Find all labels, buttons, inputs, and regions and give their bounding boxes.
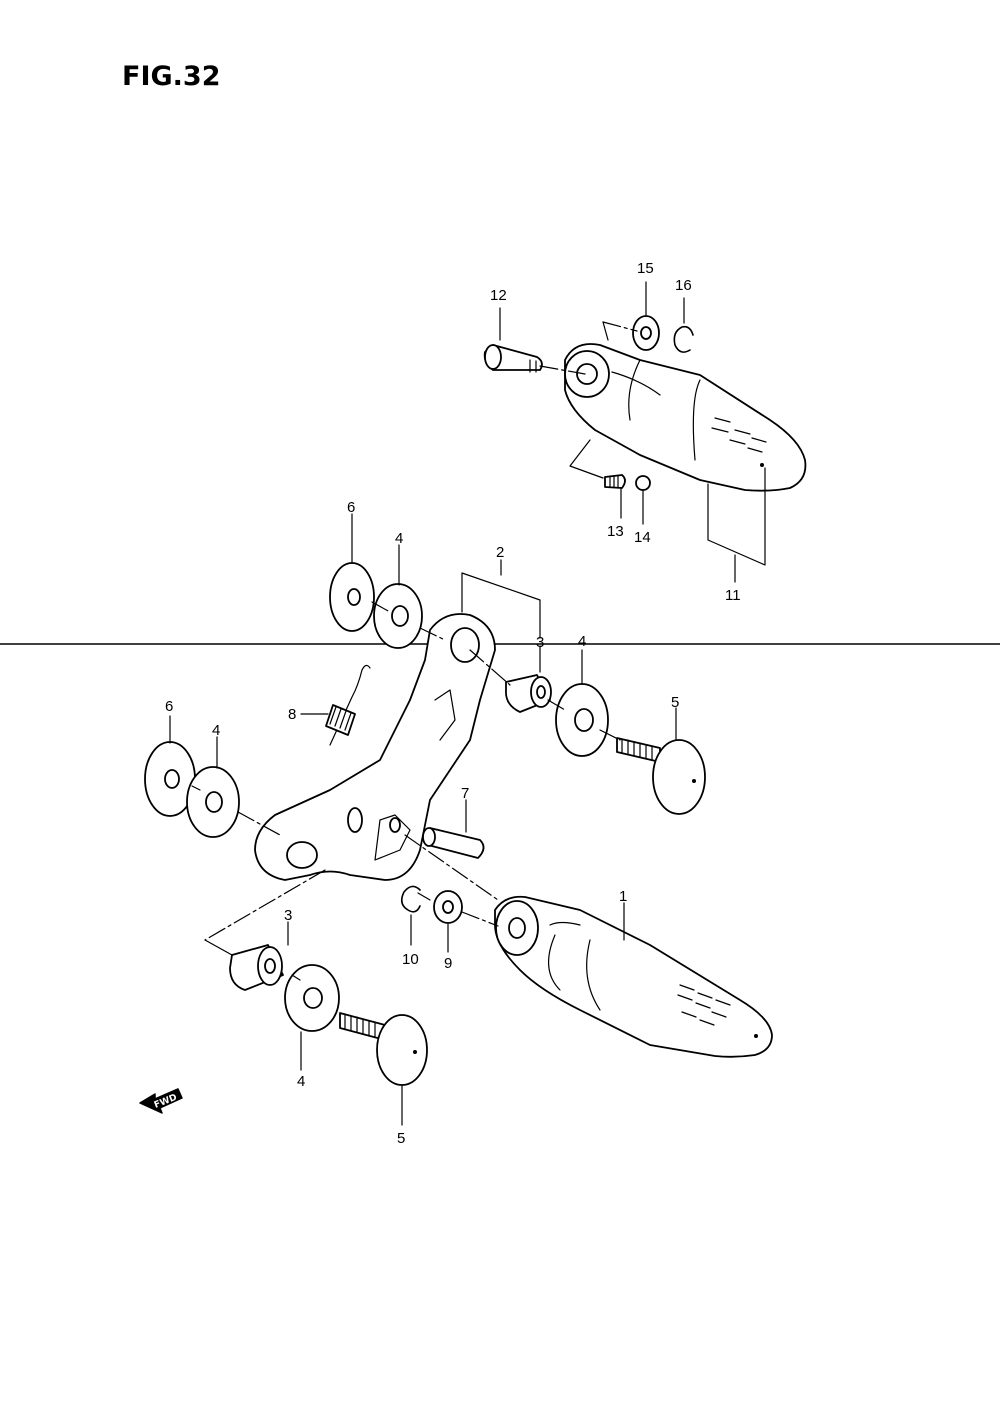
callout-4-c: 4 xyxy=(212,722,220,739)
callout-2: 2 xyxy=(496,544,504,561)
washer-part-6-upper xyxy=(329,562,375,632)
callout-15: 15 xyxy=(637,260,654,277)
callout-3-lower: 3 xyxy=(284,907,292,924)
spring-part-8 xyxy=(325,664,371,746)
callout-13: 13 xyxy=(607,523,624,540)
fwd-label: FWD xyxy=(153,1093,179,1111)
bushing-part-3-upper xyxy=(505,674,552,713)
front-bracket-assembly xyxy=(144,513,773,1126)
bolt-part-5-lower xyxy=(339,1012,428,1086)
detent-spring-part-13 xyxy=(604,474,626,489)
callout-14: 14 xyxy=(634,529,651,546)
callout-8: 8 xyxy=(288,706,296,723)
clip-part-10 xyxy=(400,885,421,913)
bushing-part-3-lower xyxy=(229,944,284,991)
callout-11: 11 xyxy=(725,587,741,604)
callout-6-a: 6 xyxy=(347,499,355,516)
footpeg-part-1 xyxy=(494,895,773,1058)
rear-footrest-assembly xyxy=(483,281,807,583)
callout-12: 12 xyxy=(490,287,507,304)
clip-part-16 xyxy=(673,325,694,353)
washer-part-4-left xyxy=(186,766,240,838)
callout-labels: 1 2 3 3 4 4 4 4 5 5 6 6 7 8 9 10 11 12 1… xyxy=(165,260,741,1147)
washer-part-4-lower xyxy=(284,964,340,1032)
callout-4-b: 4 xyxy=(578,633,586,650)
callout-5-a: 5 xyxy=(671,694,679,711)
washer-part-4-upper xyxy=(373,583,423,649)
callout-9: 9 xyxy=(444,955,452,972)
bolt-part-5-upper xyxy=(616,737,706,815)
fwd-arrow-icon: FWD xyxy=(139,1088,183,1114)
callout-10: 10 xyxy=(402,951,419,968)
callout-1: 1 xyxy=(619,888,627,905)
callout-4-d: 4 xyxy=(297,1073,305,1090)
pin-part-12 xyxy=(483,344,543,373)
callout-16: 16 xyxy=(675,277,692,294)
washer-part-9 xyxy=(433,890,463,924)
callout-7: 7 xyxy=(461,785,469,802)
callout-4-a: 4 xyxy=(395,530,403,547)
callout-3-upper: 3 xyxy=(536,634,544,651)
ball-part-14 xyxy=(635,475,651,491)
footpeg-part-11 xyxy=(564,343,807,492)
callout-6-b: 6 xyxy=(165,698,173,715)
washer-part-6-lower xyxy=(144,741,196,817)
bracket-part-2 xyxy=(254,613,496,881)
washer-part-15 xyxy=(632,315,660,351)
figure-title: FIG.32 xyxy=(122,61,220,92)
washer-part-4-right xyxy=(555,683,609,757)
pin-part-7 xyxy=(422,827,485,859)
callout-5-b: 5 xyxy=(397,1130,405,1147)
